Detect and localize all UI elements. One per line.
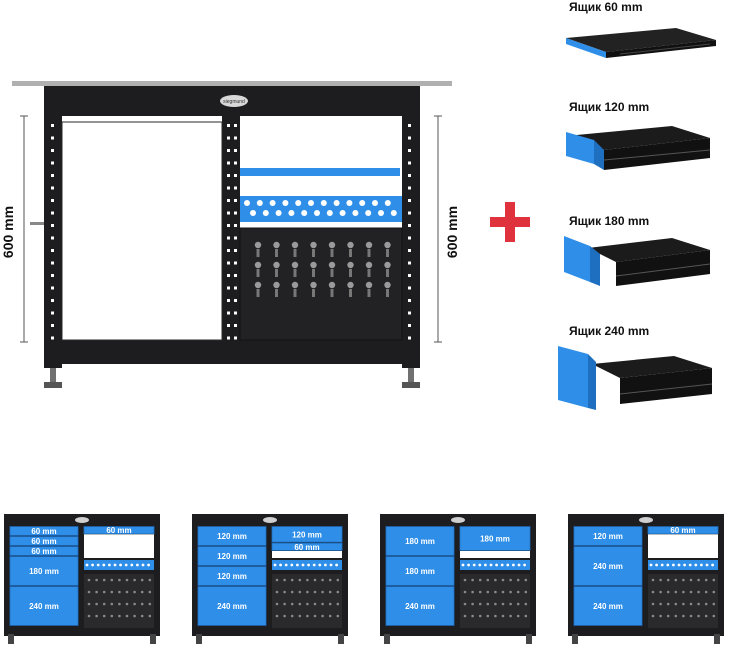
right-bay-open bbox=[240, 122, 402, 170]
config-3-right-drawer-1: 180 mm bbox=[459, 526, 531, 551]
drawer-title-240: Ящик 240 mm bbox=[569, 324, 650, 338]
svg-text:240 mm: 240 mm bbox=[217, 602, 247, 611]
svg-text:120 mm: 120 mm bbox=[217, 572, 247, 581]
svg-text:60 mm: 60 mm bbox=[31, 537, 56, 546]
svg-text:240 mm: 240 mm bbox=[405, 602, 435, 611]
main-workbench: siegmund bbox=[0, 0, 470, 410]
side-handle bbox=[30, 222, 44, 225]
config-1-left-drawer-1: 60 mm bbox=[9, 526, 79, 536]
pegboard bbox=[239, 227, 403, 341]
config-bench-3: 180 mm 180 mm 240 mm 180 mm bbox=[380, 508, 540, 644]
drawer-240-image bbox=[556, 342, 722, 412]
svg-text:180 mm: 180 mm bbox=[405, 567, 435, 576]
config-1-left-drawer-2: 60 mm bbox=[9, 536, 79, 546]
config-4-left-drawer-2: 240 mm bbox=[573, 546, 643, 586]
config-1-left-drawer-5: 240 mm bbox=[9, 586, 79, 626]
svg-text:240 mm: 240 mm bbox=[593, 602, 623, 611]
drawer-title-60: Ящик 60 mm bbox=[569, 0, 643, 14]
left-foot bbox=[50, 368, 56, 382]
config-2-left-drawer-3: 120 mm bbox=[197, 566, 267, 586]
right-foot bbox=[408, 368, 414, 382]
config-1-left-drawer-3: 60 mm bbox=[9, 546, 79, 556]
blue-shelf bbox=[240, 168, 400, 176]
svg-text:120 mm: 120 mm bbox=[217, 532, 247, 541]
svg-text:120 mm: 120 mm bbox=[593, 532, 623, 541]
config-4-right-drawer-1: 60 mm bbox=[647, 526, 719, 535]
svg-text:180 mm: 180 mm bbox=[29, 567, 59, 576]
drawer-title-180: Ящик 180 mm bbox=[569, 214, 650, 228]
right-post bbox=[402, 116, 420, 354]
config-2-left-drawer-1: 120 mm bbox=[197, 526, 267, 546]
config-3-left-drawer-2: 180 mm bbox=[385, 556, 455, 586]
plus-icon bbox=[488, 200, 532, 244]
table-top bbox=[12, 81, 452, 86]
config-3-left-drawer-3: 240 mm bbox=[385, 586, 455, 626]
svg-text:240 mm: 240 mm bbox=[29, 602, 59, 611]
config-3-left-drawer-1: 180 mm bbox=[385, 526, 455, 556]
config-1-right-drawer-1: 60 mm bbox=[83, 526, 155, 535]
svg-text:180 mm: 180 mm bbox=[480, 534, 510, 543]
brand-badge bbox=[220, 95, 248, 107]
svg-text:120 mm: 120 mm bbox=[292, 530, 322, 539]
config-4-left-drawer-1: 120 mm bbox=[573, 526, 643, 546]
svg-text:180 mm: 180 mm bbox=[405, 537, 435, 546]
svg-text:60 mm: 60 mm bbox=[106, 526, 131, 535]
config-2-left-drawer-2: 120 mm bbox=[197, 546, 267, 566]
svg-text:120 mm: 120 mm bbox=[217, 552, 247, 561]
drawer-title-120: Ящик 120 mm bbox=[569, 100, 650, 114]
config-4-left-drawer-3: 240 mm bbox=[573, 586, 643, 626]
config-bench-2: 120 mm 120 mm 120 mm 240 mm 120 mm 60 mm bbox=[192, 508, 352, 644]
drawer-120-image bbox=[560, 122, 720, 178]
svg-text:60 mm: 60 mm bbox=[670, 526, 695, 535]
lower-rail bbox=[62, 354, 402, 364]
config-bench-4: 120 mm 240 mm 240 mm 60 mm bbox=[568, 508, 728, 644]
height-label-left: 600 mm bbox=[0, 205, 16, 259]
center-post bbox=[222, 116, 240, 354]
config-2-right-drawer-1: 120 mm bbox=[271, 526, 343, 543]
height-label-right: 600 mm bbox=[444, 205, 460, 259]
svg-text:60 mm: 60 mm bbox=[31, 547, 56, 556]
svg-text:60 mm: 60 mm bbox=[31, 527, 56, 536]
bottom-rail bbox=[44, 340, 420, 354]
svg-text:240 mm: 240 mm bbox=[593, 562, 623, 571]
blue-tool-rack bbox=[240, 196, 402, 222]
left-bay bbox=[61, 121, 223, 341]
drawer-180-image bbox=[560, 232, 720, 290]
workbench-drawing: siegmund bbox=[12, 81, 452, 388]
config-1-left-drawer-4: 180 mm bbox=[9, 556, 79, 586]
brand-text: siegmund bbox=[223, 99, 245, 105]
config-2-right-drawer-2: 60 mm bbox=[271, 543, 343, 552]
left-post bbox=[44, 116, 62, 354]
config-2-left-drawer-4: 240 mm bbox=[197, 586, 267, 626]
drawer-60-image bbox=[560, 22, 720, 66]
svg-text:60 mm: 60 mm bbox=[294, 543, 319, 552]
